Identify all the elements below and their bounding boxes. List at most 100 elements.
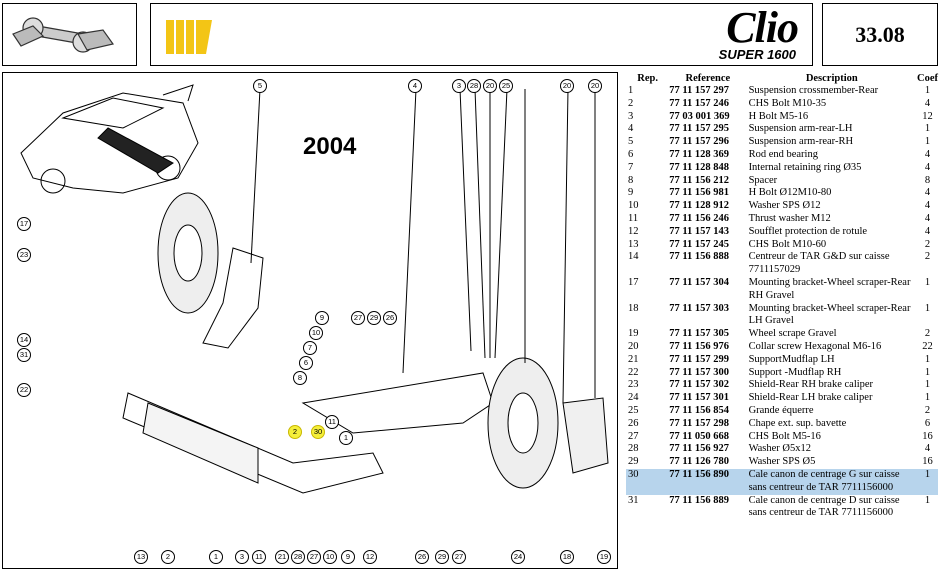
- cell-coef: 4: [924, 443, 931, 455]
- parts-table: Rep. Reference Description Coef 1 77 11 1…: [626, 72, 938, 520]
- thumbnail-panel: [2, 3, 137, 66]
- table-header-row: Rep. Reference Description Coef: [626, 72, 938, 85]
- callout-31: 31: [17, 348, 31, 362]
- callout-8: 8: [293, 371, 307, 385]
- cell-reference: 77 11 157 296: [669, 136, 729, 148]
- cell-rep: 10: [628, 200, 639, 212]
- cell-description: Shield-Rear LH brake caliper: [748, 392, 873, 404]
- cell-reference: 77 11 156 889: [669, 494, 729, 506]
- callout-10: 10: [309, 326, 323, 340]
- cell-description: Thrust washer M12: [748, 212, 831, 224]
- cell-rep: 3: [628, 110, 634, 122]
- cell-description: Collar screw Hexagonal M6-16: [748, 340, 882, 352]
- cell-reference: 77 11 156 212: [669, 174, 729, 186]
- cell-reference: 77 11 157 297: [669, 85, 729, 96]
- cell-rep: 30: [626, 468, 670, 495]
- cell-description: Cale canon de centrage G sur caisse sans…: [746, 468, 917, 495]
- cell-reference: 77 11 156 854: [669, 404, 729, 416]
- cell-coef: 4: [924, 212, 931, 224]
- cell-rep: 19: [628, 328, 639, 340]
- table-row[interactable]: 31 77 11 156 889 Cale canon de centrage D …: [626, 495, 938, 521]
- cell-description: Cale canon de centrage D sur caisse sans…: [748, 494, 900, 519]
- cell-coef: 1: [924, 392, 931, 404]
- cell-coef: 2: [924, 251, 931, 263]
- cell-reference: 77 11 156 890: [669, 468, 747, 495]
- cell-rep: 9: [628, 187, 634, 199]
- cell-rep: 24: [628, 392, 639, 404]
- callout-9-bottom: 9: [341, 550, 355, 564]
- cell-reference: 77 11 156 981: [669, 187, 729, 199]
- cell-reference: 77 11 157 300: [669, 366, 729, 378]
- cell-rep: 22: [628, 366, 639, 378]
- cell-rep: 8: [628, 174, 634, 186]
- cell-rep: 4: [628, 123, 634, 135]
- cell-description: Shield-Rear RH brake caliper: [748, 379, 874, 391]
- callout-3: 3: [452, 79, 466, 93]
- cell-reference: 77 11 157 304: [669, 276, 729, 288]
- cell-reference: 77 11 157 303: [669, 302, 729, 314]
- diagram-drawing: [20, 84, 609, 494]
- callout-7: 7: [303, 341, 317, 355]
- cell-reference: 77 11 156 976: [669, 340, 729, 352]
- cell-description: H Bolt Ø12M10-80: [748, 187, 832, 199]
- cell-rep: 26: [628, 417, 639, 429]
- callout-23: 23: [17, 248, 31, 262]
- cell-rep: 31: [628, 494, 639, 506]
- cell-coef: 22: [922, 340, 933, 352]
- header-banner: Clio SUPER 1600: [150, 3, 813, 66]
- callout-5: 5: [253, 79, 267, 93]
- assembly-thumbnail: [12, 17, 115, 53]
- cell-description: Chape ext. sup. bavette: [748, 417, 847, 429]
- cell-coef: 1: [924, 302, 931, 314]
- callout-1: 1: [339, 431, 353, 445]
- col-reference: Reference: [685, 73, 731, 84]
- callout-26-bottom: 26: [415, 550, 429, 564]
- callout-9: 9: [315, 311, 329, 325]
- cell-rep: 1: [628, 85, 634, 96]
- exploded-diagram: 2004 5 4 3 28 20 25 20 20 17 23 9 10 7 6…: [2, 72, 618, 569]
- cell-coef: 4: [924, 225, 931, 237]
- cell-reference: 77 11 156 246: [669, 212, 729, 224]
- cell-coef: 1: [924, 85, 931, 96]
- cell-description: H Bolt M5-16: [748, 110, 809, 122]
- cell-reference: 77 11 156 927: [669, 443, 729, 455]
- callout-30-highlighted: 30: [311, 425, 325, 439]
- callout-18-bottom: 18: [560, 550, 574, 564]
- cell-description: Washer SPS Ø5: [748, 456, 816, 468]
- callout-24-bottom: 24: [511, 550, 525, 564]
- cell-coef: 1: [924, 353, 931, 365]
- cell-rep: 18: [628, 302, 639, 314]
- cell-coef: 16: [922, 430, 933, 442]
- callout-25: 25: [499, 79, 513, 93]
- cell-description: Mounting bracket-Wheel scraper-Rear RH G…: [748, 276, 911, 301]
